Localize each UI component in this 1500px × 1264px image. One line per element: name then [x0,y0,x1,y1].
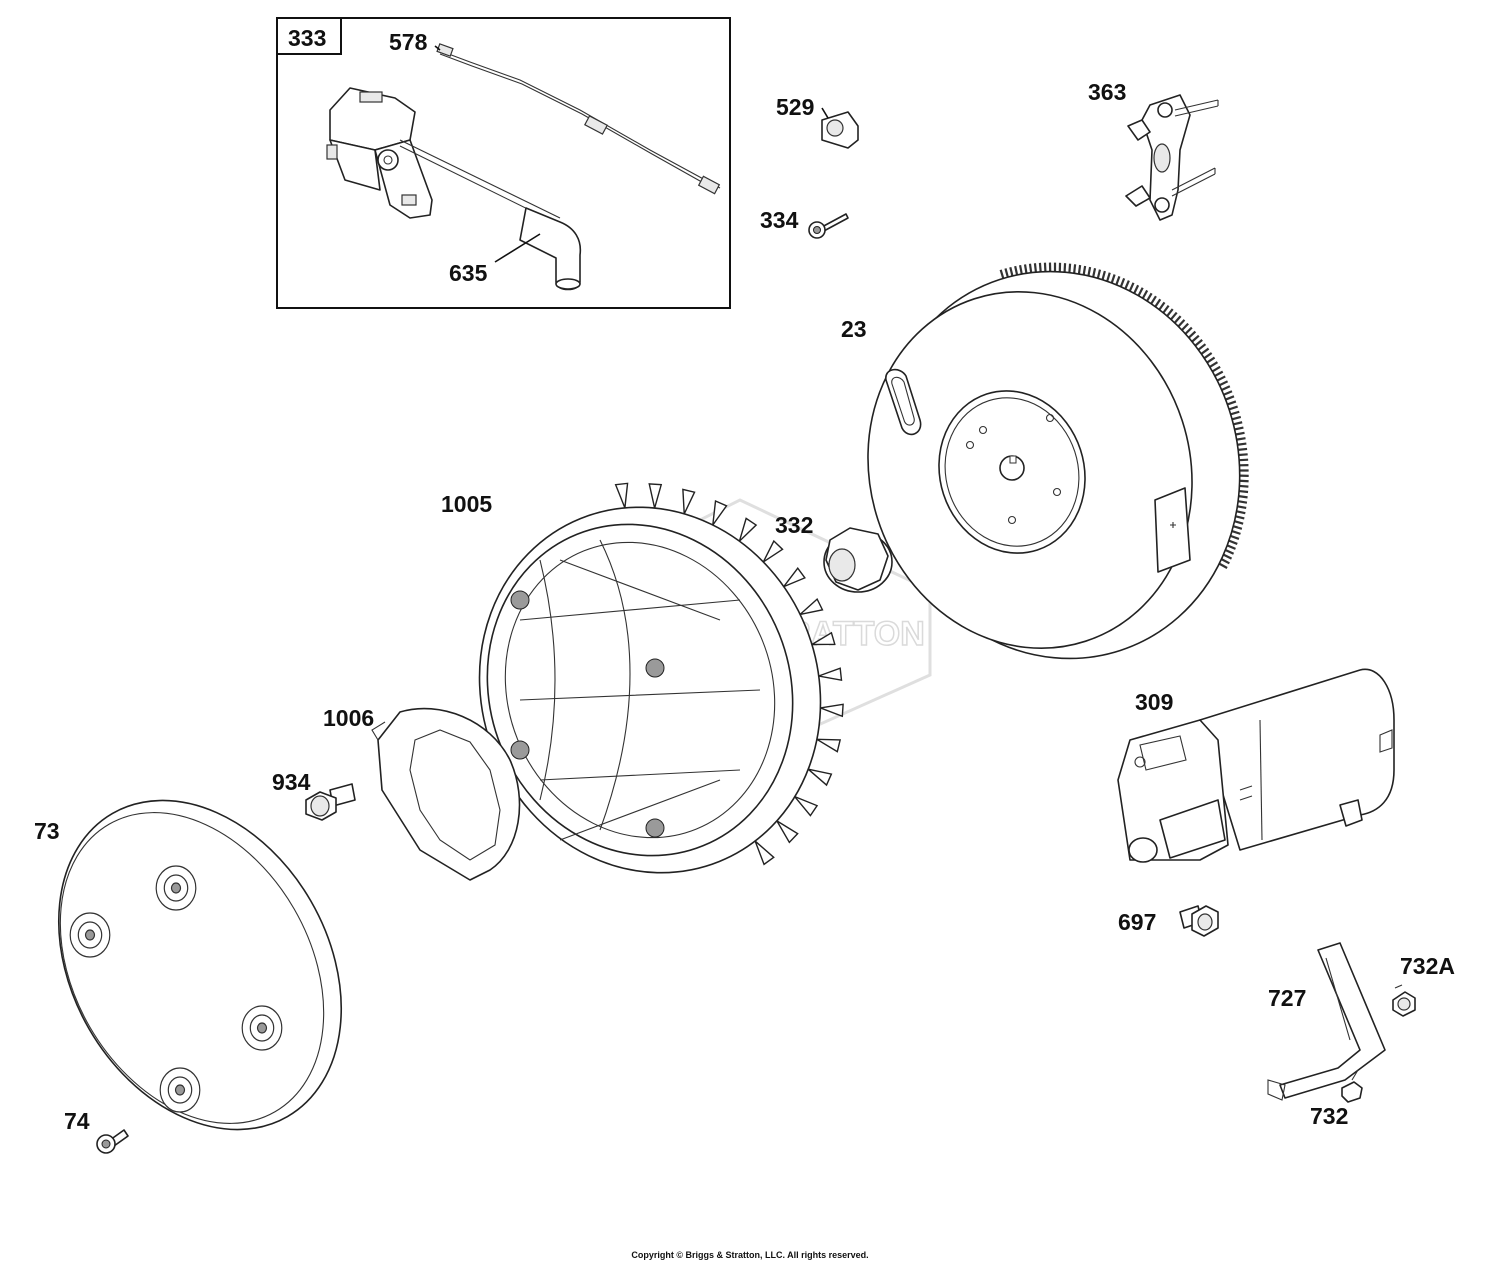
label-1006[interactable]: 1006 [323,705,374,731]
label-1005[interactable]: 1005 [441,491,492,517]
screw-732-part[interactable] [1341,1069,1363,1103]
bushing-part[interactable] [821,111,859,149]
fan-fins [614,482,844,866]
label-635[interactable]: 635 [449,260,488,286]
screw-732a-part[interactable] [1392,984,1416,1017]
label-727[interactable]: 727 [1268,985,1306,1011]
label-334[interactable]: 334 [760,207,799,233]
bracket-part[interactable] [1267,942,1386,1101]
fan-retainer-part[interactable] [371,707,521,881]
label-23[interactable]: 23 [841,316,867,342]
label-578[interactable]: 578 [389,29,428,55]
flywheel-nut-part[interactable] [823,527,893,593]
label-697[interactable]: 697 [1118,909,1156,935]
label-529[interactable]: 529 [776,94,814,120]
wire-harness-part[interactable] [436,43,721,195]
label-309[interactable]: 309 [1135,689,1173,715]
ignition-kit-box [276,17,731,309]
bolt-934-part[interactable] [305,783,356,821]
label-333[interactable]: 333 [288,25,326,51]
screw-74-part[interactable] [96,1129,129,1154]
starter-motor-part[interactable] [1117,668,1395,863]
label-732[interactable]: 732 [1310,1103,1348,1129]
label-332[interactable]: 332 [775,512,813,538]
label-73[interactable]: 73 [34,818,60,844]
screw-334-part[interactable] [808,213,849,239]
leader-lines [434,45,829,263]
mounting-plate-part[interactable] [1125,94,1219,221]
flywheel-part[interactable] [822,225,1289,706]
callout-labels: 333 578 635 529 334 363 23 1005 332 1006… [34,25,1455,1134]
ignition-module-part[interactable] [326,87,582,291]
bolt-697-part[interactable] [1179,905,1219,937]
copyright-notice: Copyright © Briggs & Stratton, LLC. All … [631,1250,868,1260]
screen-bosses [69,865,283,1113]
ring-gear-teeth [999,262,1249,569]
label-363[interactable]: 363 [1088,79,1126,105]
label-934[interactable]: 934 [272,769,311,795]
label-74[interactable]: 74 [64,1108,90,1134]
rotating-screen-part[interactable] [2,749,399,1180]
label-732a[interactable]: 732A [1400,953,1455,979]
cooling-fan-part[interactable] [425,456,875,925]
